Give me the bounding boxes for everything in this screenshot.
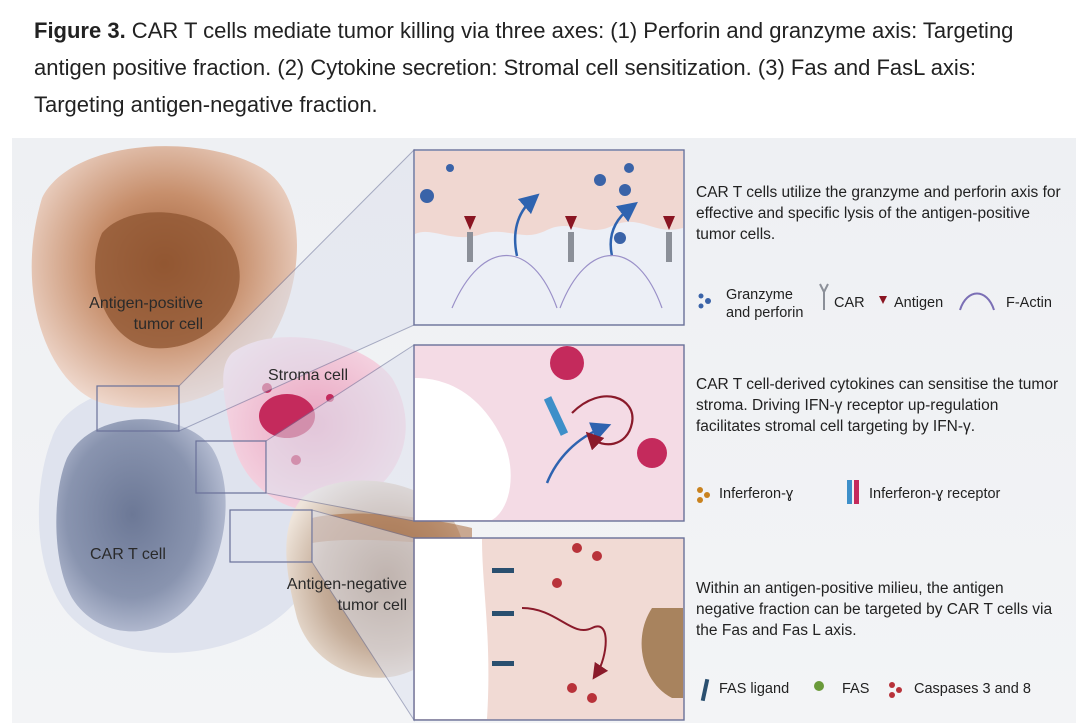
overview-scene (31, 146, 472, 722)
caspase-icon (889, 692, 895, 698)
tumor-nucleus (95, 212, 240, 349)
panel-3-tumor-edge (641, 608, 683, 698)
caspase-dot (572, 543, 582, 553)
car-icon (819, 283, 829, 310)
car-t-cell (56, 419, 226, 632)
ifn-receptor-icon (854, 480, 859, 504)
label-stroma-cell: Stroma cell (268, 367, 349, 384)
granzyme-dot (624, 163, 634, 173)
granzyme-icon (705, 298, 711, 304)
panel-2-car-t-region (415, 378, 511, 520)
label-line: tumor cell (133, 316, 203, 333)
caption-text: CAR T cells mediate tumor killing via th… (34, 18, 1014, 117)
stroma-granule (637, 438, 667, 468)
legend-caspases: Caspases 3 and 8 (914, 681, 1031, 697)
fas-ligand (492, 568, 514, 573)
stroma-nucleus-large (550, 346, 584, 380)
legend-car: CAR (834, 295, 865, 311)
ifn-arrow (545, 422, 612, 484)
legend-f-actin: F-Actin (1006, 295, 1052, 311)
panel-3-car-t-membrane (415, 539, 489, 719)
antigen-mark (663, 216, 675, 230)
legend-fas: FAS (842, 681, 870, 697)
ifn-receptor-icon (847, 480, 852, 504)
caspase-icon (896, 687, 902, 693)
legend-fas-ligand: FAS ligand (719, 681, 790, 697)
legend-line: and perforin (726, 305, 804, 321)
granzyme-dot (594, 174, 606, 186)
caspase-dot (592, 551, 602, 561)
antigen-icon (879, 296, 887, 304)
signal-loop (571, 395, 634, 451)
car-receptor (568, 232, 574, 262)
granzyme-icon (698, 293, 704, 299)
ifn-icon (704, 492, 710, 498)
granzyme-icon (698, 303, 704, 309)
legend-interferon-gamma: Inferferon-ɣ (719, 486, 794, 502)
caspase-dot (587, 693, 597, 703)
panel-2-description: CAR T cell-derived cytokines can sensiti… (696, 376, 1059, 435)
label-antigen-positive-tumor-cell: Antigen-positive tumor cell (78, 293, 203, 335)
granzyme-dot (446, 164, 454, 172)
legend-interferon-gamma-receptor: Inferferon-ɣ receptor (869, 486, 1001, 502)
granzyme-arrow (609, 201, 638, 257)
label-antigen-negative-tumor-cell: Antigen-negative tumor cell (274, 574, 407, 616)
zoom-panel-1 (413, 149, 685, 326)
ifn-receptor (543, 396, 569, 436)
label-line: Antigen-negative (286, 576, 407, 593)
legend-granzyme: Granzyme and perforin (726, 286, 803, 322)
zoom-panel-2 (413, 344, 685, 522)
granzyme-arrow (513, 193, 540, 257)
legend-icons (697, 283, 995, 702)
zoom-panel-3 (413, 537, 685, 721)
panel-3-description: Within an antigen-positive milieu, the a… (696, 580, 1053, 639)
legend-line: Granzyme (726, 287, 793, 303)
fas-icon (814, 681, 824, 691)
fas-ligand-icon (700, 678, 710, 702)
fas-ligand (492, 611, 514, 616)
f-actin-icon (959, 292, 995, 311)
antigen-mark (464, 216, 476, 230)
diagram-illustration (31, 146, 995, 722)
figure-caption: Figure 3. CAR T cells mediate tumor kill… (34, 12, 1064, 123)
granzyme-dot (614, 232, 626, 244)
fas-ligand (492, 661, 514, 666)
antigen-mark (565, 216, 577, 230)
f-actin-arc (451, 255, 558, 309)
panel-1-description: CAR T cells utilize the granzyme and per… (696, 184, 1061, 243)
caspase-dot (567, 683, 577, 693)
car-receptor (467, 232, 473, 262)
caspase-arrow (521, 607, 609, 680)
label-car-t-cell: CAR T cell (90, 546, 166, 563)
ifn-icon (697, 487, 703, 493)
legend-antigen: Antigen (894, 295, 944, 311)
figure-panel: Antigen-positive tumor cell Stroma cell … (12, 138, 1076, 723)
label-line: tumor cell (337, 597, 407, 614)
f-actin-arc (559, 255, 663, 309)
label-line: Antigen-positive (89, 295, 203, 312)
ifn-icon (697, 497, 703, 503)
car-receptor (666, 232, 672, 262)
figure-label: Figure 3. (34, 18, 126, 43)
granzyme-dot (420, 189, 434, 203)
caspase-dot (552, 578, 562, 588)
caspase-icon (889, 682, 895, 688)
granzyme-dot (619, 184, 631, 196)
